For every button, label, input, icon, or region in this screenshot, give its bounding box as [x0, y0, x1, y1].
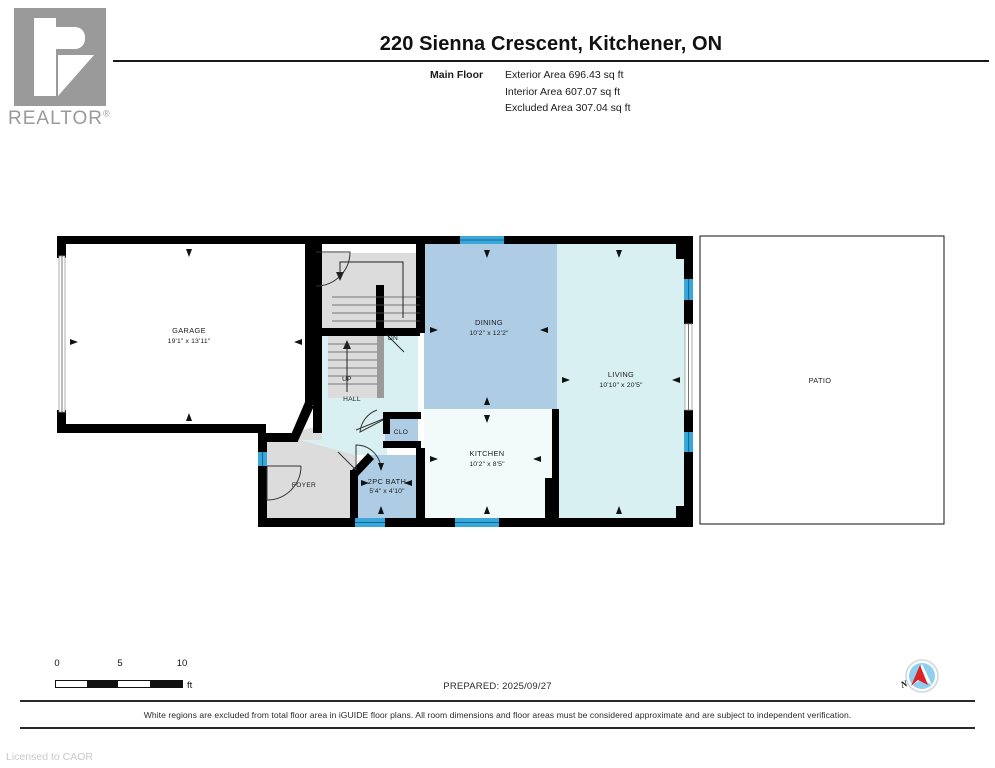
scale-tick-0: 0 — [54, 658, 60, 669]
room-foyer-fill — [266, 440, 355, 518]
room-dining-fill — [424, 243, 557, 409]
realtor-logo-r-stem — [34, 18, 56, 96]
wall-bath-left — [350, 470, 358, 520]
room-label-foyer: FOYER — [292, 482, 316, 489]
room-dim-bath: 5'4" x 4'10" — [369, 488, 405, 495]
wall-clo-left — [383, 412, 390, 434]
scale-unit: ft — [187, 680, 193, 691]
room-patio-fill — [699, 235, 945, 525]
wall-foyer-top — [258, 433, 298, 442]
wall-garage-left-bottom — [57, 410, 66, 432]
registered-mark: ® — [103, 108, 111, 119]
room-dim-dining: 10'2" x 12'2" — [469, 330, 509, 337]
room-label-kitchen: KITCHEN — [470, 449, 505, 458]
wall-hall-dining — [416, 243, 425, 333]
wall-house-right-upper — [684, 236, 693, 279]
wall-living-notch-bottom — [676, 506, 685, 519]
room-label-dining: DINING — [475, 318, 503, 327]
wall-hall-dining-lower — [416, 448, 425, 518]
stairs-up-rail — [377, 336, 384, 398]
realtor-wordmark: REALTOR® — [8, 108, 120, 130]
prepared-date: PREPARED: 2025/09/27 — [443, 681, 552, 692]
wall-clo-top — [383, 412, 421, 419]
realtor-logo: REALTOR® — [8, 8, 120, 136]
wall-living-notch-top — [676, 243, 685, 259]
scale-seg-1 — [87, 681, 118, 687]
dn-leader — [385, 333, 405, 353]
stairs-dn-label: DN — [388, 335, 398, 342]
scale-tick-5: 5 — [117, 658, 123, 669]
room-bath-fill — [355, 455, 418, 518]
room-label-patio: PATIO — [809, 376, 832, 385]
room-label-clo: CLO — [394, 429, 408, 436]
room-label-bath: 2PC BATH — [368, 477, 406, 486]
stairs-up-label: UP — [342, 376, 352, 383]
compass-outer-ring — [905, 659, 939, 693]
exterior-area: Exterior Area 696.43 sq ft — [505, 69, 624, 81]
page-title: 220 Sienna Crescent, Kitchener, ON — [379, 33, 723, 55]
scale-seg-2 — [150, 681, 182, 687]
room-dim-kitchen: 10'2" x 8'5" — [469, 461, 505, 468]
realtor-logo-r-bowl — [56, 18, 94, 58]
stairs-dn-arrowhead — [336, 272, 344, 281]
wall-stair-left — [313, 243, 322, 433]
door-bath-leaf — [337, 451, 357, 471]
stairs-dn-arrow-path — [339, 261, 404, 318]
stairs-up-fill — [328, 336, 384, 398]
title-divider — [113, 60, 989, 62]
room-dim-garage: 19'1" x 13'11" — [168, 338, 211, 345]
wall-house-right-mid1 — [684, 300, 693, 324]
wall-kitchen-right — [552, 409, 559, 483]
room-kitchen-fill — [424, 409, 557, 518]
scale-bar: 0 5 10 ft — [54, 658, 195, 691]
wall-house-left-foyer — [258, 433, 267, 527]
room-label-hall: HALL — [343, 396, 361, 403]
compass-needle-red — [911, 665, 928, 686]
realtor-logo-r-leg — [58, 55, 94, 96]
room-label-garage: GARAGE — [172, 326, 206, 335]
licensed-to: Licensed to CAOR — [6, 751, 93, 763]
room-dim-living: 10'10" x 20'5" — [599, 382, 643, 389]
realtor-wordmark-text: REALTOR — [8, 108, 103, 129]
wall-clo-bottom — [383, 441, 421, 448]
stairs-up-arrowhead — [343, 340, 351, 349]
stairs-dn-treads — [332, 296, 420, 322]
door-foyer-entry — [266, 465, 302, 501]
wall-stair-spine — [376, 285, 384, 333]
wall-garage-corner — [290, 402, 314, 441]
scale-tick-10: 10 — [176, 658, 188, 669]
stairs-up-treads — [328, 343, 384, 385]
door-clo — [359, 409, 384, 433]
wall-garage-bottom — [57, 424, 266, 433]
wall-kitchen-living — [545, 478, 559, 522]
room-garage-fill — [66, 243, 305, 425]
stairs-dn-fill — [322, 253, 420, 332]
room-living-fill — [557, 243, 690, 518]
excluded-area: Excluded Area 307.04 sq ft — [505, 102, 631, 114]
disclaimer-text: White regions are excluded from total fl… — [143, 710, 852, 720]
wall-house-right-lower — [684, 452, 693, 527]
floor-label: Main Floor — [430, 69, 484, 81]
realtor-logo-mark — [14, 8, 106, 106]
wall-stair-mid — [322, 328, 420, 336]
room-label-living: LIVING — [608, 370, 634, 379]
wall-garage-top — [57, 236, 313, 244]
footer-divider-bottom — [20, 727, 975, 729]
door-clo-leaf — [355, 418, 384, 431]
wall-house-right-mid2 — [684, 410, 693, 432]
dimension-arrows — [70, 249, 680, 514]
interior-area: Interior Area 607.07 sq ft — [505, 85, 620, 98]
wall-garage-left-top — [57, 236, 66, 258]
compass-north-label: N — [898, 678, 909, 690]
footer-divider-top — [20, 700, 975, 702]
compass-rose: N — [898, 659, 939, 693]
scale-bar-track — [55, 680, 183, 688]
area-list: Exterior Area 696.43 sq ft Interior Area… — [505, 67, 631, 117]
wall-garage-right-main — [305, 243, 314, 405]
